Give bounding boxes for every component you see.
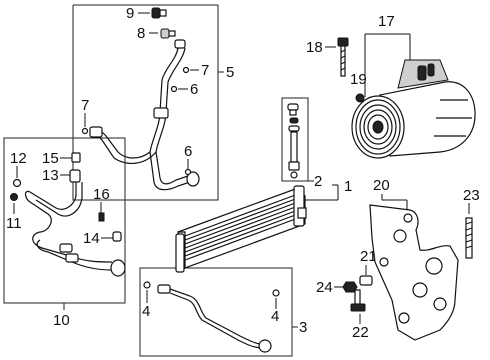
callout-11: 11 bbox=[6, 215, 22, 232]
callout-3: 3 bbox=[299, 319, 307, 336]
callout-24: 24 bbox=[316, 279, 333, 296]
callout-1: 1 bbox=[344, 178, 352, 195]
callout-23: 23 bbox=[463, 187, 480, 204]
callout-9: 9 bbox=[126, 5, 134, 22]
callout-7-left: 7 bbox=[81, 97, 89, 114]
callout-15: 15 bbox=[42, 150, 59, 167]
discharge-line-3 bbox=[143, 281, 280, 353]
callout-2: 2 bbox=[314, 173, 322, 190]
compressor-bracket-20 bbox=[342, 204, 473, 341]
callout-13: 13 bbox=[42, 167, 59, 184]
callout-7-upper: 7 bbox=[201, 62, 209, 79]
hose-assembly-5 bbox=[81, 7, 200, 191]
group-box-3 bbox=[139, 267, 293, 357]
callout-16: 16 bbox=[93, 186, 110, 203]
callout-17: 17 bbox=[378, 13, 395, 30]
callout-22: 22 bbox=[352, 324, 369, 341]
group-box-2 bbox=[281, 97, 309, 182]
callout-6-lower: 6 bbox=[184, 143, 192, 160]
condenser-1 bbox=[175, 185, 307, 273]
callout-21: 21 bbox=[360, 248, 377, 265]
callout-4-left: 4 bbox=[142, 303, 150, 320]
callout-18: 18 bbox=[306, 39, 323, 56]
callout-10: 10 bbox=[53, 312, 70, 329]
callout-8: 8 bbox=[137, 25, 145, 42]
callout-4-right: 4 bbox=[271, 308, 279, 325]
callout-19: 19 bbox=[350, 71, 367, 88]
callout-12: 12 bbox=[10, 150, 27, 167]
receiver-drier-2 bbox=[287, 103, 300, 179]
liquid-line-10 bbox=[10, 152, 126, 277]
callout-6-upper: 6 bbox=[190, 81, 198, 98]
group-box-5 bbox=[72, 4, 219, 201]
callout-20: 20 bbox=[373, 177, 390, 194]
callout-14: 14 bbox=[83, 230, 100, 247]
ac-compressor-17 bbox=[337, 37, 476, 159]
callout-5: 5 bbox=[226, 64, 234, 81]
